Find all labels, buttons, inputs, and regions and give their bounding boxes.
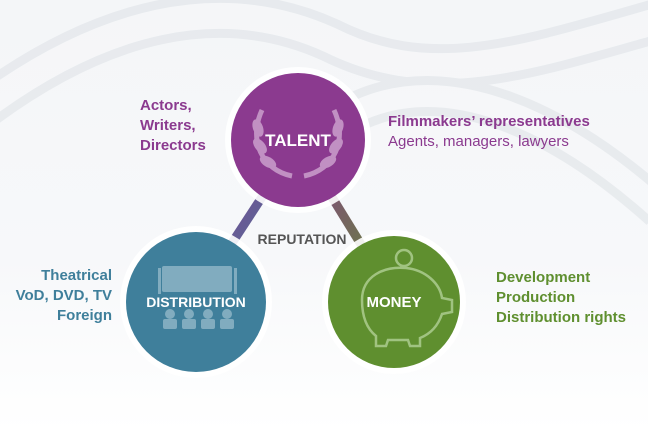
talent-node: TALENT bbox=[225, 67, 371, 213]
money-label: MONEY bbox=[366, 294, 421, 311]
distribution-channels-list: Theatrical VoD, DVD, TV Foreign bbox=[16, 266, 112, 326]
distribution-channel-theatrical: Theatrical bbox=[41, 267, 112, 284]
money-stages-list: Development Production Distribution righ… bbox=[496, 268, 626, 328]
representatives-line: Agents, managers, lawyers bbox=[388, 133, 569, 150]
talent-label: TALENT bbox=[265, 131, 331, 150]
representatives-block: Filmmakers’ representatives Agents, mana… bbox=[388, 112, 590, 152]
talent-role-directors: Directors bbox=[140, 137, 206, 154]
distribution-node: DISTRIBUTION bbox=[120, 226, 272, 378]
talent-role-actors: Actors, bbox=[140, 97, 192, 114]
laurel-wreath-icon bbox=[252, 108, 344, 179]
money-stage-production: Production bbox=[496, 289, 576, 306]
distribution-label: DISTRIBUTION bbox=[146, 294, 246, 310]
money-node: MONEY bbox=[322, 230, 466, 374]
cinema-audience-icon bbox=[158, 266, 237, 329]
reputation-label: REPUTATION bbox=[258, 231, 347, 247]
film-strip-background bbox=[0, 0, 648, 225]
distribution-channel-vod-dvd-tv: VoD, DVD, TV bbox=[15, 287, 112, 304]
money-stage-distribution-rights: Distribution rights bbox=[496, 309, 626, 326]
talent-role-writers: Writers, bbox=[140, 117, 196, 134]
talent-roles-list: Actors, Writers, Directors bbox=[140, 96, 206, 156]
money-stage-development: Development bbox=[496, 269, 591, 286]
piggy-bank-icon bbox=[360, 248, 454, 348]
representatives-heading: Filmmakers’ representatives bbox=[388, 113, 590, 130]
distribution-channel-foreign: Foreign bbox=[57, 307, 112, 324]
